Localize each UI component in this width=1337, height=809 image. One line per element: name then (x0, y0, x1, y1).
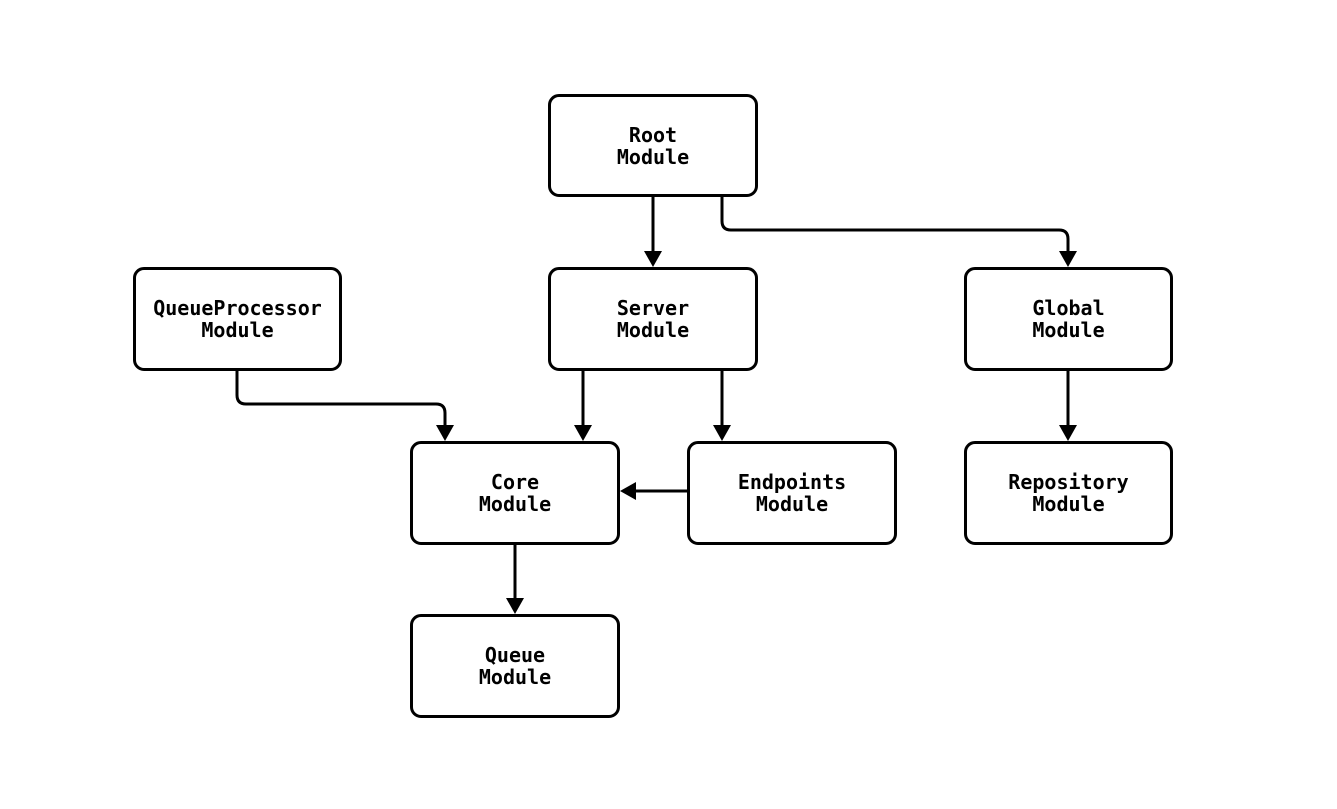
arrowhead-server-core (574, 425, 592, 441)
arrowhead-core-queue (506, 598, 524, 614)
node-label-secondary: Module (1032, 318, 1105, 342)
node-label-primary: Repository (1008, 470, 1129, 494)
node-label-secondary: Module (616, 144, 690, 169)
node-label-primary: Global (1032, 296, 1105, 320)
node-label-primary: Root (628, 122, 678, 147)
edge-root-global (720, 197, 1070, 258)
arrowhead-root-global (1059, 251, 1077, 267)
node-label-secondary: Module (616, 318, 690, 342)
node-label-secondary: Module (478, 665, 552, 689)
arrowhead-root-server (644, 251, 662, 267)
arrowhead-endpoints-core (620, 482, 636, 500)
arrowhead-server-endpoints (713, 425, 731, 441)
edge-queueprocessor-core (235, 371, 447, 432)
node-label-primary: Core (490, 470, 540, 494)
node-label-primary: Endpoints (737, 470, 847, 494)
arrowhead-global-repository (1059, 425, 1077, 441)
arrowhead-queueprocessor-core (436, 425, 454, 441)
node-label-secondary: Module (755, 492, 829, 516)
node-label-primary: QueueProcessor (153, 296, 322, 320)
node-label-primary: Queue (484, 643, 546, 667)
node-label-secondary: Module (201, 318, 274, 342)
node-label-primary: Server (616, 296, 690, 320)
node-label-secondary: Module (1032, 492, 1105, 516)
node-label-secondary: Module (478, 492, 552, 516)
